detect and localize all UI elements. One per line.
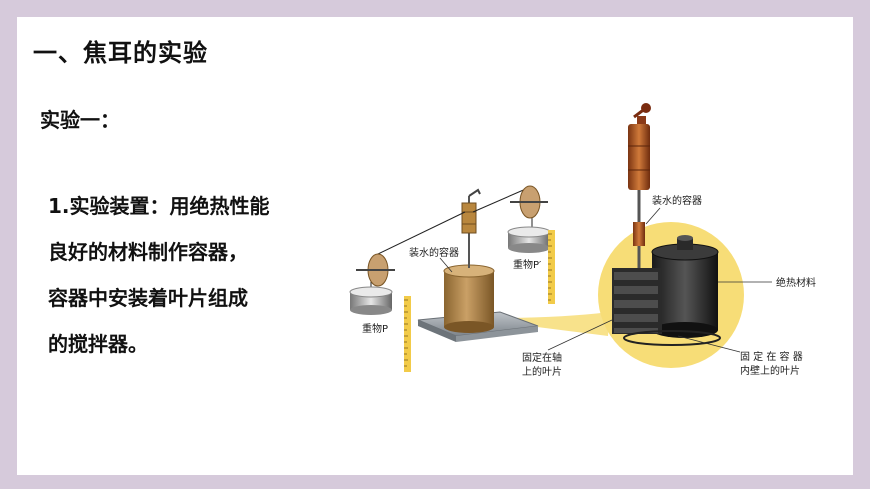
description-line: 容器中安装着叶片组成 (48, 286, 248, 310)
slide-title: 一、焦耳的实验 (33, 39, 208, 67)
description-line: 良好的材料制作容器， (48, 240, 248, 264)
water-container (444, 271, 494, 327)
experiment-heading: 实验一： (40, 108, 120, 132)
description-line: 的搅拌器。 (48, 332, 148, 356)
label-blades-wall-2: 内壁上的叶片 (740, 364, 800, 377)
description-paragraph: 1.实验装置：用绝热性能 良好的材料制作容器， 容器中安装着叶片组成 的搅拌器。 (48, 183, 338, 367)
label-weight-p: 重物P (362, 322, 388, 335)
label-container-left: 装水的容器 (409, 246, 459, 259)
label-blades-wall-1: 固 定 在 容 器 (740, 350, 803, 363)
description-line: 1.实验装置：用绝热性能 (48, 194, 270, 218)
label-blades-axis-1: 固定在轴 (522, 351, 562, 364)
ruler-right (548, 230, 555, 304)
label-weight-p-prime: 重物P′ (513, 258, 542, 271)
label-blades-axis-2: 上的叶片 (522, 365, 562, 378)
paddle-blades (612, 268, 662, 334)
highlight-beam (498, 312, 610, 336)
label-insulation: 绝热材料 (776, 276, 816, 289)
copper-cylinder (628, 124, 650, 190)
insulated-vessel (652, 252, 718, 330)
ruler-left (404, 296, 411, 372)
label-container-right: 装水的容器 (652, 194, 702, 207)
